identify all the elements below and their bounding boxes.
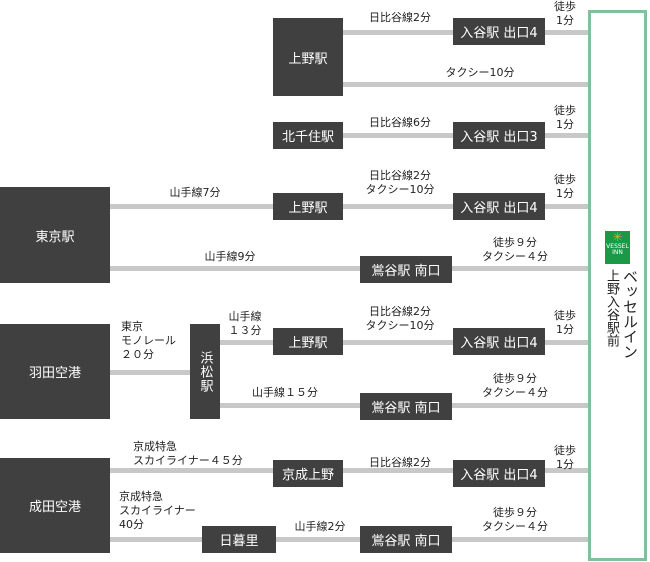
- station-hamamatsucho: 浜松駅: [190, 324, 220, 419]
- station-ueno: 上野駅: [273, 193, 343, 220]
- station-uguisudani: 鴬谷駅 南口: [360, 256, 452, 283]
- walk-taxi-label: 徒歩９分 タクシー４分: [482, 236, 548, 263]
- route-label: 京成特急 スカイライナー４５分: [133, 440, 243, 467]
- hotel-branch: 上野入谷駅前: [604, 269, 619, 347]
- walk-label: 徒歩 1分: [554, 309, 576, 336]
- route-label: 山手線7分: [169, 186, 221, 199]
- route-label: 日比谷線2分: [369, 456, 431, 469]
- walk-label: 徒歩 1分: [554, 173, 576, 200]
- route-line: [110, 468, 588, 473]
- route-label: 山手線9分: [204, 250, 256, 263]
- station-narita: 成田空港: [0, 458, 110, 553]
- route-line: [220, 340, 588, 345]
- route-line: [110, 266, 588, 271]
- station-iriya-exit4: 入谷駅 出口4: [453, 460, 545, 487]
- route-line: [343, 30, 453, 35]
- route-line: [110, 370, 190, 375]
- route-line: [110, 204, 588, 209]
- route-line: [110, 537, 588, 542]
- station-iriya-exit4: 入谷駅 出口4: [453, 328, 545, 355]
- star-icon: ✳: [612, 230, 623, 244]
- walk-label: 徒歩 1分: [554, 444, 576, 471]
- route-label: 山手線１５分: [252, 386, 318, 399]
- walk-label: 徒歩 1分: [554, 0, 576, 27]
- station-nippori: 日暮里: [202, 526, 276, 553]
- station-uguisudani: 鴬谷駅 南口: [360, 393, 452, 420]
- station-keisei-ueno: 京成上野: [273, 460, 343, 487]
- route-label: 山手線2分: [294, 520, 346, 533]
- station-iriya-exit4: 入谷駅 出口4: [453, 193, 545, 220]
- route-label: 日比谷線2分 タクシー10分: [365, 169, 435, 196]
- route-label: 京成特急 スカイライナー 40分: [119, 490, 196, 531]
- station-ueno: 上野駅: [273, 18, 343, 96]
- route-label: 日比谷線2分: [369, 11, 431, 24]
- route-label: 東京 モノレール ２０分: [121, 320, 176, 361]
- route-line: [545, 30, 588, 35]
- route-line: [343, 82, 588, 87]
- station-iriya-exit3: 入谷駅 出口3: [453, 122, 545, 149]
- station-haneda: 羽田空港: [0, 324, 110, 419]
- walk-taxi-label: 徒歩９分 タクシー４分: [482, 506, 548, 533]
- route-line: [545, 133, 588, 138]
- station-iriya-exit4: 入谷駅 出口4: [453, 18, 545, 45]
- hotel-name: ベッセルイン: [621, 269, 639, 359]
- route-line: [343, 133, 453, 138]
- station-kitasenju: 北千住駅: [273, 122, 343, 149]
- route-label: 山手線 １３分: [228, 310, 262, 337]
- route-label: 日比谷線2分 タクシー10分: [365, 305, 435, 332]
- walk-label: 徒歩 1分: [554, 104, 576, 131]
- route-label: 日比谷線6分: [369, 116, 431, 129]
- station-ueno: 上野駅: [273, 328, 343, 355]
- station-uguisudani: 鴬谷駅 南口: [360, 526, 452, 553]
- route-label: タクシー10分: [445, 66, 515, 79]
- walk-taxi-label: 徒歩９分 タクシー４分: [482, 372, 548, 399]
- station-tokyo: 東京駅: [0, 187, 110, 283]
